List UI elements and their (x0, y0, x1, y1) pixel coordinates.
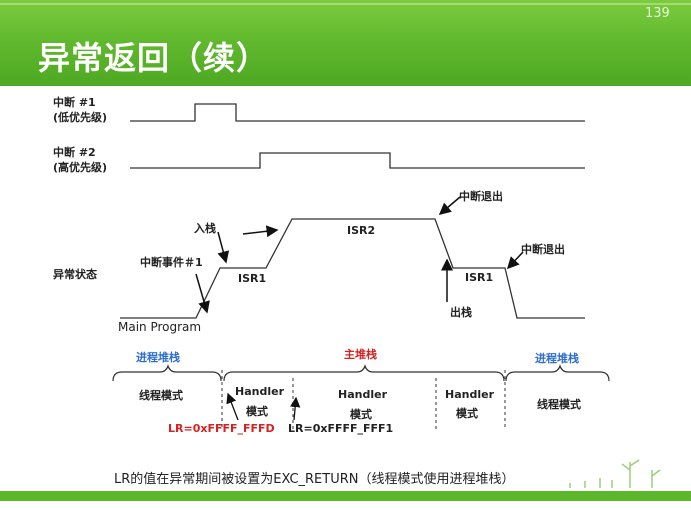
stack-psp-label-1: 进程堆栈 (136, 351, 180, 364)
stack-psp-label-2: 进程堆栈 (535, 352, 579, 365)
isr1-label-b: ISR1 (465, 271, 494, 284)
irq1-waveform (130, 103, 585, 122)
page-number: 139 (645, 6, 670, 21)
plant-logo-icon (569, 459, 661, 488)
irq2-waveform (130, 152, 585, 169)
event1-label: 中断事件＃1 (140, 256, 203, 269)
irq1-priority: (低优先级) (53, 111, 108, 124)
mode-handler-3-line1: Handler (445, 388, 494, 401)
mode-thread-2: 线程模式 (537, 398, 581, 411)
exit-label-1: 中断退出 (459, 190, 503, 203)
pop-label: 出栈 (450, 306, 472, 319)
push-label: 入栈 (194, 222, 216, 235)
mode-handler-1-line1: Handler (235, 385, 284, 398)
exit2-arrow (506, 251, 524, 270)
slide-caption: LR的值在异常期间被设置为EXC_RETURN（线程模式使用进程堆栈） (114, 472, 515, 487)
event1-arrow (195, 273, 210, 314)
isr2-label: ISR2 (347, 224, 376, 237)
exit-label-2: 中断退出 (521, 243, 565, 256)
mode-handler-2-line1: Handler (338, 388, 387, 401)
push-arrow-2 (242, 225, 279, 238)
exit1-arrow (438, 196, 461, 215)
brace-psp-2 (505, 364, 610, 382)
header-bar (0, 0, 691, 86)
header-highlight (0, 3, 691, 5)
main-program-label: Main Program (118, 320, 202, 334)
mode-thread-1: 线程模式 (139, 389, 183, 402)
mode-handler-1-line2: 模式 (246, 405, 268, 418)
push-arrow (217, 231, 230, 264)
irq1-label: 中断 #1 (53, 96, 96, 109)
isr1-label-a: ISR1 (238, 272, 267, 285)
lr-msp-value: LR=0xFFFF_FFF1 (288, 422, 394, 435)
lr-psp-arrow (226, 392, 239, 421)
exception-state-label: 异常状态 (53, 268, 97, 281)
mode-handler-3-line2: 模式 (456, 407, 478, 420)
mode-handler-2-line2: 模式 (350, 408, 372, 421)
stack-msp-label: 主堆栈 (344, 348, 377, 361)
brace-msp (223, 364, 505, 382)
lr-msp-arrow (289, 396, 301, 421)
lr-psp-value: LR=0xFFFF_FFFD (168, 422, 275, 435)
irq2-label: 中断 #2 (53, 146, 96, 159)
page-title: 异常返回（续） (38, 39, 270, 77)
footer-bar (0, 491, 691, 501)
exception-state-waveform (120, 218, 585, 319)
brace-psp-1 (112, 364, 222, 382)
irq2-priority: (高优先级) (53, 161, 108, 174)
